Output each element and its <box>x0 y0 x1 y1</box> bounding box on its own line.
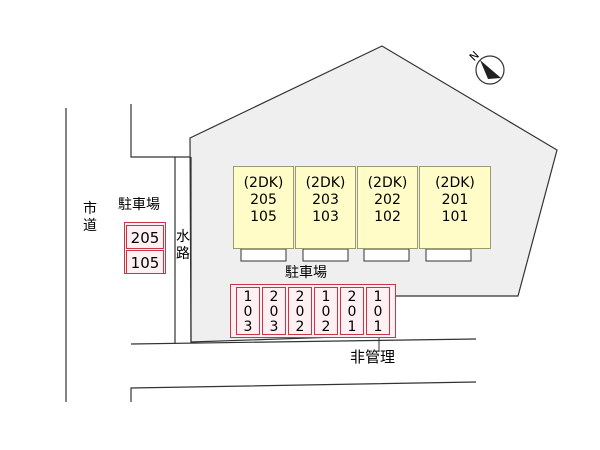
neighbor-boundary <box>130 104 190 158</box>
unit-block: (2DK) 205 105 <box>233 166 294 249</box>
unit-upper-number: 203 <box>312 192 339 208</box>
unit-lower-number: 102 <box>374 209 401 225</box>
unit-step <box>363 248 410 262</box>
unmanaged-label: 非管理 <box>350 348 396 366</box>
unit-block: (2DK) 203 103 <box>295 166 356 249</box>
parking-spot: 2 0 1 <box>340 287 364 335</box>
unit-type: (2DK) <box>305 175 346 191</box>
unit-upper-number: 205 <box>250 192 277 208</box>
unit-step <box>240 248 287 262</box>
parking-spot: 1 0 2 <box>314 287 338 335</box>
unit-lower-number: 101 <box>441 209 469 225</box>
unit-step <box>425 248 472 262</box>
unit-type: (2DK) <box>435 175 475 191</box>
unit-type: (2DK) <box>243 175 284 191</box>
center-parking-label: 駐車場 <box>285 265 327 281</box>
left-parking-spot: 205 <box>126 225 164 249</box>
front-road-upper-edge <box>130 338 477 345</box>
waterway-label: 水 路 <box>176 229 190 262</box>
unit-type: (2DK) <box>367 175 408 191</box>
unit-upper-number: 201 <box>441 192 469 208</box>
parking-spot: 1 0 1 <box>366 287 390 335</box>
unit-block: (2DK) 202 102 <box>357 166 418 249</box>
unit-step <box>302 248 349 262</box>
compass-icon: N <box>467 49 505 85</box>
front-road-lower-edge <box>130 381 477 402</box>
left-parking-label: 駐車場 <box>118 197 160 213</box>
left-parking-spot: 105 <box>126 250 164 274</box>
parking-spot: 2 0 2 <box>288 287 312 335</box>
unit-lower-number: 103 <box>312 209 339 225</box>
unit-upper-number: 202 <box>374 192 401 208</box>
parking-spot: 2 0 3 <box>262 287 286 335</box>
parking-spot: 1 0 3 <box>236 287 260 335</box>
unit-block: (2DK) 201 101 <box>419 166 491 249</box>
unit-lower-number: 105 <box>250 209 277 225</box>
center-parking-area <box>230 284 396 338</box>
road-label: 市 道 <box>83 201 97 234</box>
